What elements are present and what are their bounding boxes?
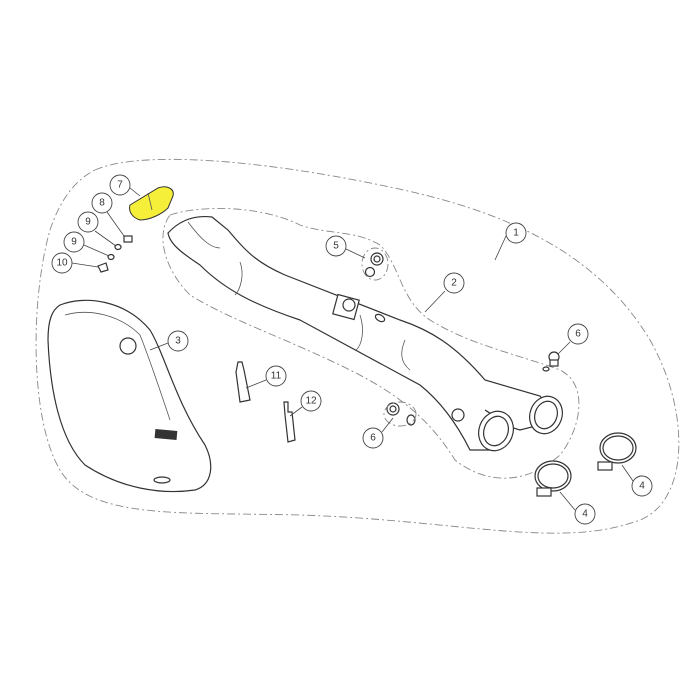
leader-lines (71, 187, 634, 511)
callout-8: 8 (91, 192, 113, 214)
svg-text:11: 11 (271, 371, 282, 382)
svg-text:6: 6 (370, 433, 376, 444)
part-9a (114, 243, 122, 251)
svg-text:9: 9 (71, 237, 77, 248)
header-pipe (167, 215, 563, 452)
callout-12: 12 (300, 390, 322, 412)
threadlock-bottle-12 (283, 401, 296, 443)
svg-text:4: 4 (639, 481, 645, 492)
part-8 (123, 235, 133, 243)
callout-4-right: 4 (631, 475, 653, 497)
bolt-10 (97, 262, 109, 273)
svg-text:1: 1 (513, 228, 519, 239)
callout-7: 7 (109, 174, 131, 196)
clamp-a (597, 432, 637, 471)
part-9b (107, 253, 115, 261)
svg-text:8: 8 (99, 198, 105, 209)
callout-1: 1 (505, 222, 527, 244)
plug-6-right (542, 351, 560, 372)
svg-text:7: 7 (117, 180, 123, 191)
heat-shield (47, 299, 212, 493)
callout-10: 10 (51, 252, 73, 274)
svg-text:3: 3 (175, 336, 181, 347)
callout-6-lower: 6 (362, 427, 384, 449)
callout-6-right: 6 (567, 323, 589, 345)
svg-text:10: 10 (56, 258, 68, 269)
callout-2: 2 (443, 272, 465, 294)
bracket-7-highlighted (129, 186, 174, 221)
svg-text:2: 2 (451, 278, 457, 289)
callout-5: 5 (325, 235, 347, 257)
svg-text:4: 4 (582, 509, 588, 520)
svg-text:6: 6 (575, 329, 581, 340)
svg-text:9: 9 (85, 217, 91, 228)
callout-11: 11 (265, 365, 287, 387)
callout-9-upper: 9 (77, 211, 99, 233)
assembly-boundary-1 (35, 158, 680, 534)
clamp-b (534, 460, 572, 497)
plug-5 (361, 247, 389, 281)
callout-4-lower: 4 (574, 503, 596, 525)
assembly-boundary-2 (162, 207, 580, 479)
sealant-tube-11 (235, 361, 251, 403)
svg-text:5: 5 (333, 241, 339, 252)
callout-3: 3 (167, 330, 189, 352)
plug-6-lower (383, 401, 417, 427)
svg-text:12: 12 (305, 396, 317, 407)
callout-9-lower: 9 (63, 231, 85, 253)
